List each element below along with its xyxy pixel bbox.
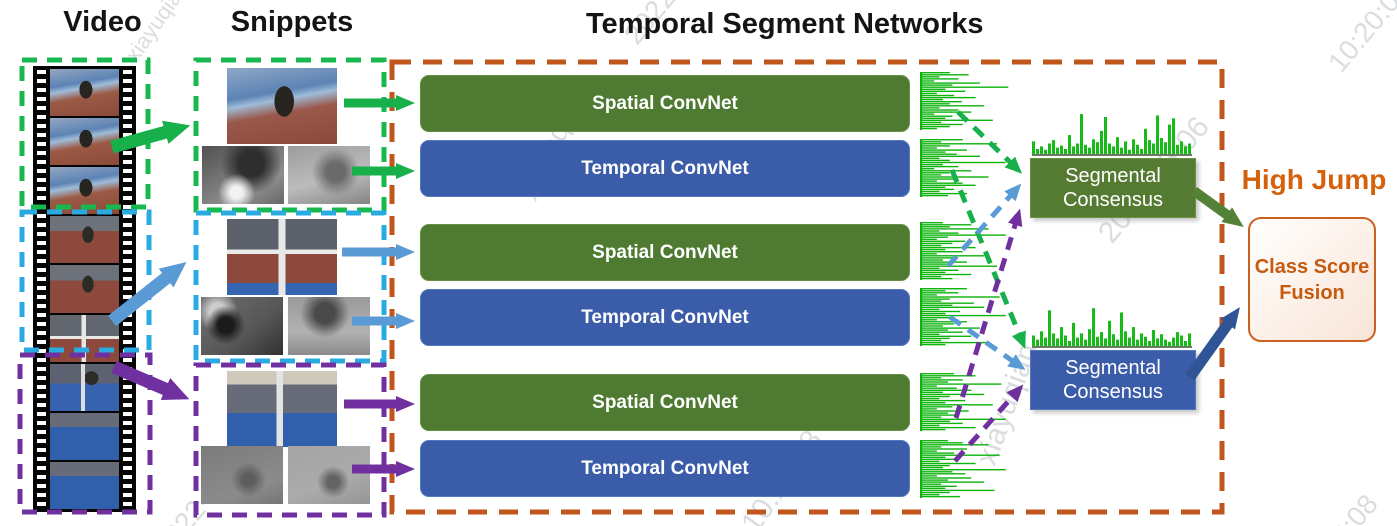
optical-flow-snippet-2b [288, 297, 370, 355]
spatial-convnet-1-label: Spatial ConvNet [592, 92, 738, 114]
score-histogram-svg [920, 139, 1006, 197]
snippets-title: Snippets [230, 6, 354, 38]
rgb-snippet-segment-1 [227, 68, 337, 144]
temporal-convnet-2-label: Temporal ConvNet [581, 306, 749, 328]
consensus-score-chart-spatial [1032, 110, 1192, 156]
spatial-convnet-3-label: Spatial ConvNet [592, 391, 738, 413]
score-histogram-spatial-3 [920, 373, 1012, 431]
segmental-consensus-spatial: Segmental Consensus [1030, 158, 1196, 218]
optical-flow-snippet-3b [288, 446, 370, 504]
consensus-score-chart-temporal [1032, 302, 1192, 348]
score-histogram-svg [920, 288, 1006, 346]
optical-flow-snippet-1a [202, 146, 284, 204]
video-frame [50, 461, 119, 509]
watermark-text: 10:20:08 [1322, 0, 1397, 78]
temporal-convnet-1: Temporal ConvNet [420, 140, 910, 197]
video-frame [50, 216, 119, 264]
rgb-snippet-segment-2 [227, 219, 337, 295]
score-histogram-temporal-1 [920, 139, 1012, 197]
video-frame [50, 167, 119, 215]
temporal-convnet-3: Temporal ConvNet [420, 440, 910, 497]
class-score-fusion-line1: Class Score [1254, 255, 1370, 278]
score-histogram-svg [920, 72, 1009, 130]
network-title: Temporal Segment Networks [586, 8, 984, 40]
video-frame [50, 412, 119, 460]
spatial-convnet-1: Spatial ConvNet [420, 75, 910, 132]
video-frame [50, 265, 119, 313]
score-histogram-svg [920, 440, 1006, 498]
score-histogram-spatial-2 [920, 222, 1012, 280]
segmental-consensus-spatial-line2: Consensus [1062, 189, 1164, 211]
consensus-chart-svg [1032, 308, 1192, 348]
video-film-strip [33, 66, 136, 512]
video-frame [50, 69, 119, 117]
video-title: Video [63, 6, 142, 38]
score-histogram-spatial-1 [920, 72, 1012, 130]
spatial-convnet-2-label: Spatial ConvNet [592, 241, 738, 263]
consensus-blue-to-fusion-arrow [1185, 307, 1240, 381]
video-frame [50, 363, 119, 411]
consensus-green-to-fusion-arrow [1191, 186, 1244, 227]
optical-flow-snippet-3a [201, 446, 283, 504]
score-histogram-svg [920, 373, 1006, 431]
prediction-label: High Jump [1241, 164, 1387, 195]
score-histogram-temporal-2 [920, 288, 1012, 346]
spatial-convnet-3: Spatial ConvNet [420, 374, 910, 431]
film-frames [50, 69, 119, 509]
segmental-consensus-spatial-line1: Segmental [1065, 164, 1161, 187]
temporal-convnet-3-label: Temporal ConvNet [581, 457, 749, 479]
segmental-consensus-temporal-line2: Consensus [1062, 381, 1164, 403]
segmental-consensus-temporal: Segmental Consensus [1030, 350, 1196, 410]
consensus-chart-svg [1032, 114, 1192, 156]
video-frame [50, 118, 119, 166]
segmental-consensus-temporal-line1: Segmental [1065, 356, 1161, 379]
class-score-fusion-line2: Fusion [1279, 281, 1345, 304]
rgb-snippet-segment-3 [227, 371, 337, 447]
optical-flow-snippet-2a [201, 297, 283, 355]
score-histogram-svg [920, 222, 1006, 280]
video-frame [50, 314, 119, 362]
temporal-convnet-2: Temporal ConvNet [420, 289, 910, 346]
optical-flow-snippet-1b [288, 146, 370, 204]
score-histogram-temporal-3 [920, 440, 1012, 498]
watermark-text: 10:20:08 [1290, 489, 1385, 526]
class-score-fusion-box: Class Score Fusion [1248, 217, 1376, 342]
spatial-convnet-2: Spatial ConvNet [420, 224, 910, 281]
temporal-convnet-1-label: Temporal ConvNet [581, 157, 749, 179]
